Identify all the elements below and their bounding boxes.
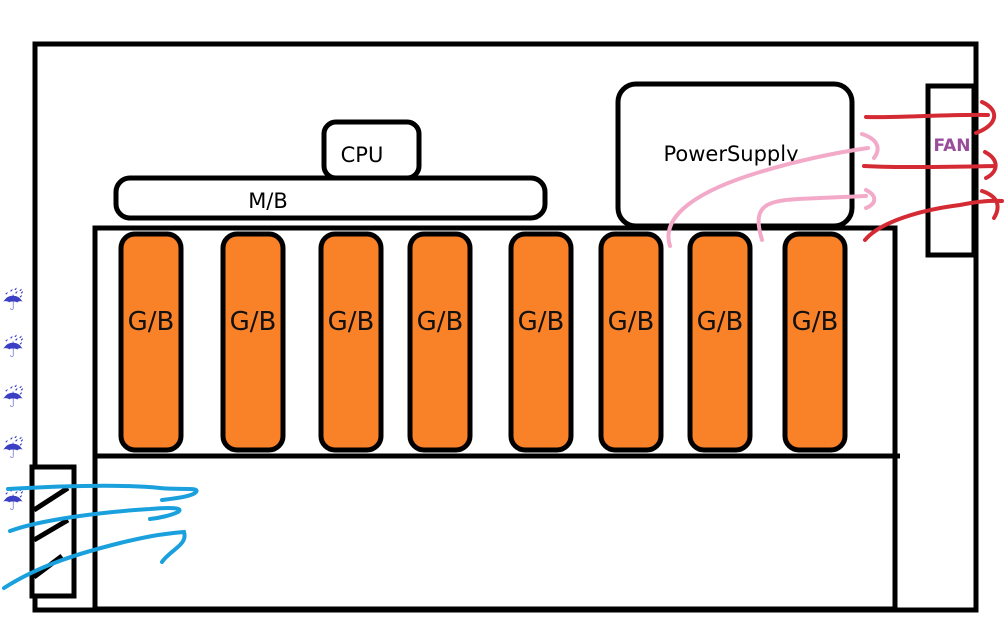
- exhaust-airflow: [862, 100, 1004, 242]
- umbrella-rain-icon: ☔: [2, 287, 24, 316]
- cpu-label: CPU: [341, 143, 384, 167]
- graphics-board-label: G/B: [417, 307, 464, 337]
- exhaust-arrow: [862, 150, 998, 180]
- warm-arrow: [666, 132, 880, 248]
- exhaust-arrow: [864, 100, 996, 135]
- graphics-board: G/B: [118, 231, 184, 453]
- power-supply-label: PowerSupply: [663, 142, 798, 166]
- graphics-board: G/B: [782, 231, 848, 453]
- motherboard-label: M/B: [248, 189, 288, 213]
- graphics-board-body: [220, 231, 286, 453]
- graphics-board-label: G/B: [128, 307, 175, 337]
- umbrella-rain-icon: ☔: [2, 487, 24, 516]
- umbrella-rain-icon: ☔: [2, 334, 24, 363]
- fan-label: FAN: [933, 136, 970, 156]
- graphics-board-body: [687, 231, 753, 453]
- exhaust-arrow: [863, 189, 1004, 242]
- umbrella-rain-icon: ☔: [2, 435, 24, 464]
- graphics-board: G/B: [508, 231, 574, 453]
- graphics-board-body: [318, 231, 384, 453]
- graphics-boards: G/B G/B G/B G/B G/B G/B G/B G/B: [118, 231, 848, 453]
- graphics-board-label: G/B: [792, 307, 839, 337]
- graphics-board-label: G/B: [518, 307, 565, 337]
- intake-airflow: [2, 483, 199, 590]
- graphics-board: G/B: [220, 231, 286, 453]
- graphics-board-label: G/B: [697, 307, 744, 337]
- graphics-board-body: [118, 231, 184, 453]
- cpu: CPU: [321, 119, 422, 181]
- graphics-board-label: G/B: [608, 307, 655, 337]
- intake-arrow: [6, 483, 199, 502]
- graphics-board-body: [508, 231, 574, 453]
- side-icons: ☔ ☔ ☔ ☔ ☔: [2, 287, 24, 516]
- graphics-board-label: G/B: [328, 307, 375, 337]
- graphics-board: G/B: [687, 231, 753, 453]
- graphics-board: G/B: [318, 231, 384, 453]
- umbrella-rain-icon: ☔: [2, 384, 24, 413]
- warm-arrow: [756, 188, 877, 242]
- graphics-board-body: [598, 231, 664, 453]
- intake-arrow: [8, 506, 182, 533]
- warm-airflow: [666, 132, 880, 248]
- motherboard: M/B: [113, 175, 548, 221]
- fan: [925, 83, 977, 258]
- power-supply: PowerSupply: [615, 81, 855, 229]
- gpu-rack: [92, 225, 898, 612]
- intake-arrow: [2, 529, 187, 590]
- graphics-board-body: [782, 231, 848, 453]
- graphics-board: G/B: [407, 231, 473, 453]
- graphics-board-body: [407, 231, 473, 453]
- graphics-board: G/B: [598, 231, 664, 453]
- graphics-board-label: G/B: [230, 307, 277, 337]
